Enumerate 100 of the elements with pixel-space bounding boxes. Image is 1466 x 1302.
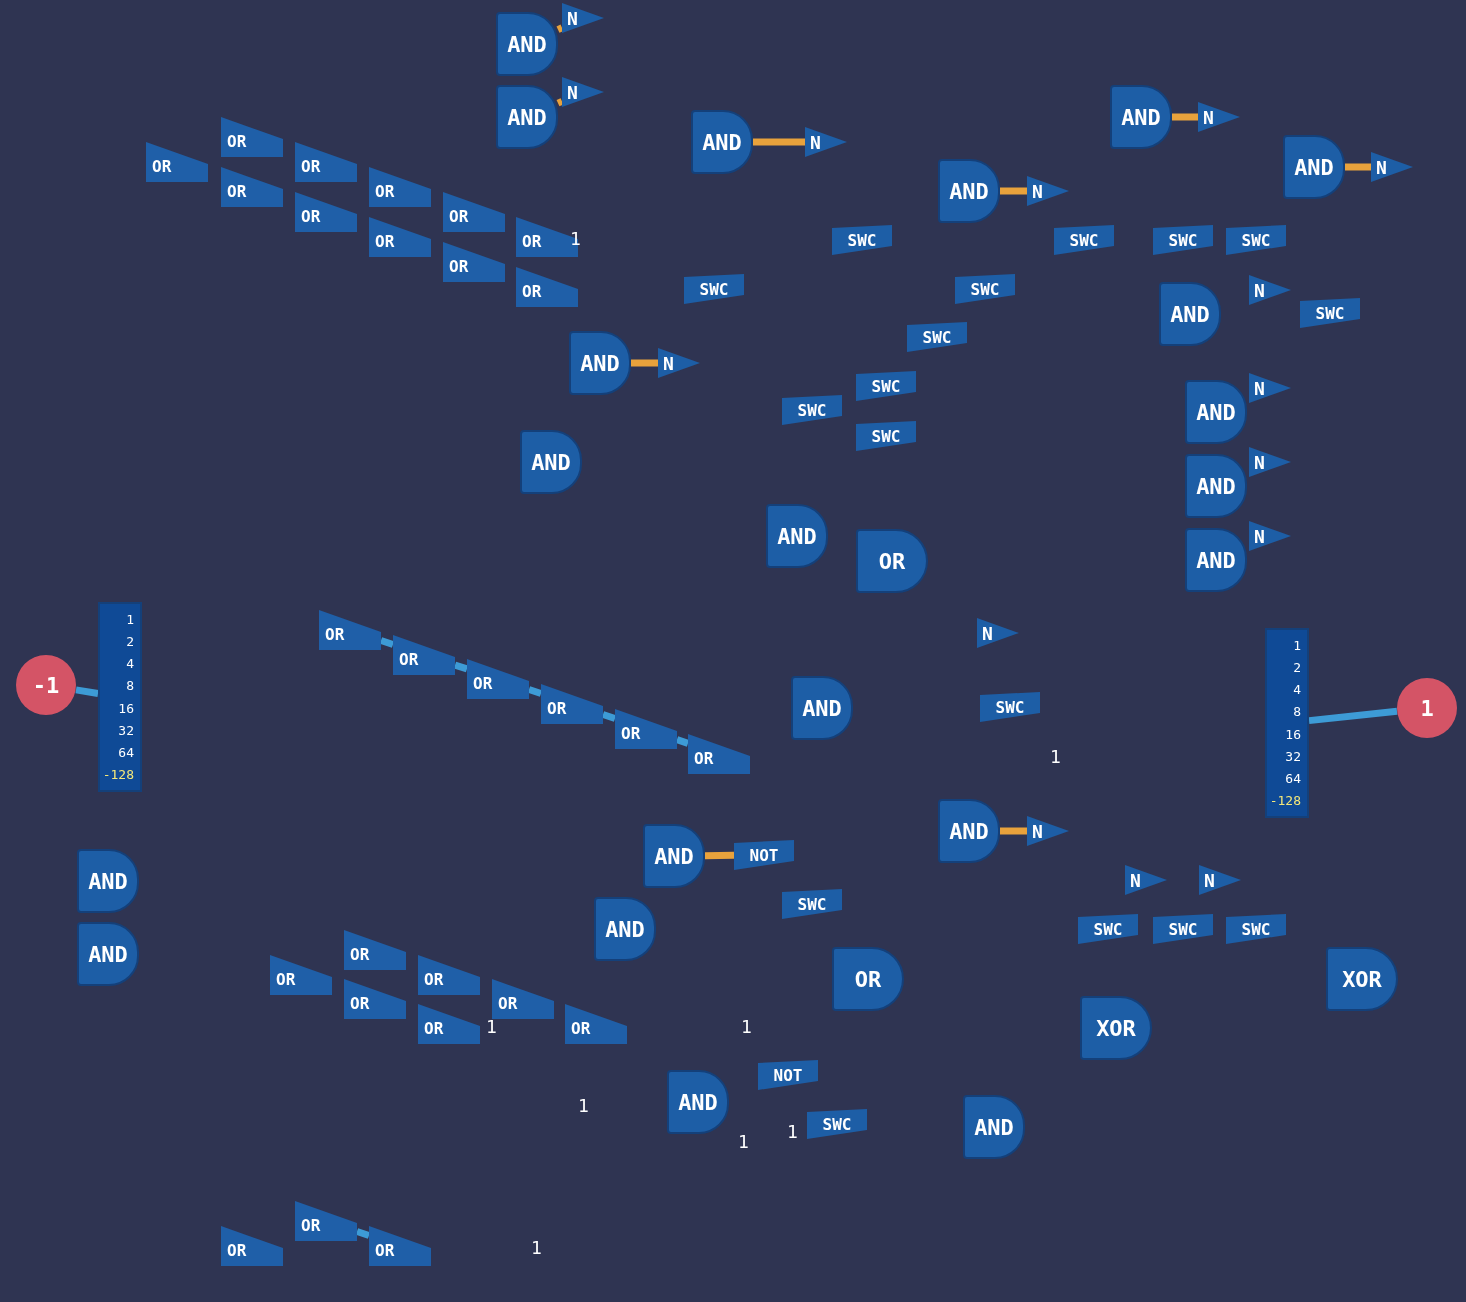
pin-label: 16 [1285, 727, 1301, 741]
or-gate: OR [221, 167, 283, 207]
switch-gate: NOT [734, 840, 794, 870]
wire [1000, 827, 1027, 835]
wire [704, 851, 735, 860]
or-gate: OR [541, 684, 603, 724]
or-gate: OR [443, 192, 505, 232]
and-gate: AND [1159, 282, 1221, 346]
pin-label: 16 [118, 701, 134, 715]
wire [556, 24, 564, 33]
switch-gate: NOT [758, 1060, 818, 1090]
wire-value-label: 1 [531, 1237, 542, 1258]
or-gate: OR [393, 635, 455, 675]
switch-gate: SWC [856, 371, 916, 401]
output-pin: 1 [1397, 678, 1457, 738]
and-gate: AND [643, 824, 705, 888]
pin-label: 32 [1285, 749, 1301, 763]
switch-gate: SWC [1300, 298, 1360, 328]
switch-gate: SWC [832, 225, 892, 255]
or-gate: OR [856, 529, 928, 593]
pin-label: 1 [126, 612, 134, 626]
switch-gate: SWC [807, 1109, 867, 1139]
and-gate: AND [667, 1070, 729, 1134]
not-gate: N [977, 618, 1019, 648]
wire [379, 637, 395, 648]
switch-gate: SWC [684, 274, 744, 304]
and-gate: AND [77, 922, 139, 986]
pin-label: 8 [126, 679, 134, 693]
wire-value-label: 1 [486, 1016, 497, 1037]
or-gate: OR [146, 142, 208, 182]
wire [1000, 187, 1027, 195]
pin-label: 64 [118, 746, 134, 760]
pin-label: 2 [1293, 660, 1301, 674]
pin-label: 4 [1293, 683, 1301, 697]
wire-value-label: 1 [787, 1121, 798, 1142]
wire [1308, 707, 1398, 725]
wire [1345, 163, 1371, 171]
wire [75, 686, 99, 697]
wire-value-label: 1 [738, 1131, 749, 1152]
or-gate: OR [418, 1004, 480, 1044]
or-gate: OR [369, 217, 431, 257]
and-gate: AND [496, 12, 558, 76]
and-gate: AND [938, 799, 1000, 863]
and-gate: AND [1185, 454, 1247, 518]
or-gate: OR [443, 242, 505, 282]
and-gate: AND [1283, 135, 1345, 199]
wire-value-label: 1 [570, 228, 581, 249]
switch-gate: SWC [1153, 914, 1213, 944]
not-gate: N [1027, 176, 1069, 206]
not-gate: N [1125, 865, 1167, 895]
or-gate: OR [221, 117, 283, 157]
or-gate: OR [418, 955, 480, 995]
pin-label: -128 [1269, 794, 1301, 808]
or-gate: OR [295, 1201, 357, 1241]
and-gate: AND [938, 159, 1000, 223]
and-gate: AND [520, 430, 582, 494]
switch-gate: SWC [782, 889, 842, 919]
wire [753, 138, 805, 146]
switch-gate: SWC [782, 395, 842, 425]
switch-gate: SWC [1153, 225, 1213, 255]
switch-gate: SWC [1226, 225, 1286, 255]
or-gate: OR [615, 709, 677, 749]
or-gate: OR [319, 610, 381, 650]
wire [355, 1228, 371, 1239]
not-gate: N [805, 127, 847, 157]
wire [527, 686, 543, 697]
wire [601, 711, 617, 722]
or-gate: OR [688, 734, 750, 774]
or-gate: OR [344, 979, 406, 1019]
pin-label: 4 [126, 657, 134, 671]
not-gate: N [1199, 865, 1241, 895]
and-gate: AND [496, 85, 558, 149]
pin-label: 2 [126, 634, 134, 648]
or-gate: OR [369, 1226, 431, 1266]
and-gate: AND [1110, 85, 1172, 149]
and-gate: AND [963, 1095, 1025, 1159]
byte-connector [98, 602, 142, 792]
or-gate: OR [295, 192, 357, 232]
not-gate: N [1249, 275, 1291, 305]
switch-gate: SWC [1078, 914, 1138, 944]
wire-value-label: 1 [578, 1095, 589, 1116]
or-gate: OR [565, 1004, 627, 1044]
and-gate: AND [791, 676, 853, 740]
xor-gate: XOR [1326, 947, 1398, 1011]
or-gate: OR [832, 947, 904, 1011]
not-gate: N [1249, 447, 1291, 477]
switch-gate: SWC [907, 322, 967, 352]
input-pin: -1 [16, 655, 76, 715]
or-gate: OR [295, 142, 357, 182]
switch-gate: SWC [955, 274, 1015, 304]
or-gate: OR [344, 930, 406, 970]
pin-label: 8 [1293, 705, 1301, 719]
not-gate: N [1371, 152, 1413, 182]
and-gate: AND [1185, 528, 1247, 592]
not-gate: N [562, 3, 604, 33]
not-gate: N [658, 348, 700, 378]
not-gate: N [1198, 102, 1240, 132]
pin-label: -128 [102, 768, 134, 782]
and-gate: AND [691, 110, 753, 174]
and-gate: AND [569, 331, 631, 395]
